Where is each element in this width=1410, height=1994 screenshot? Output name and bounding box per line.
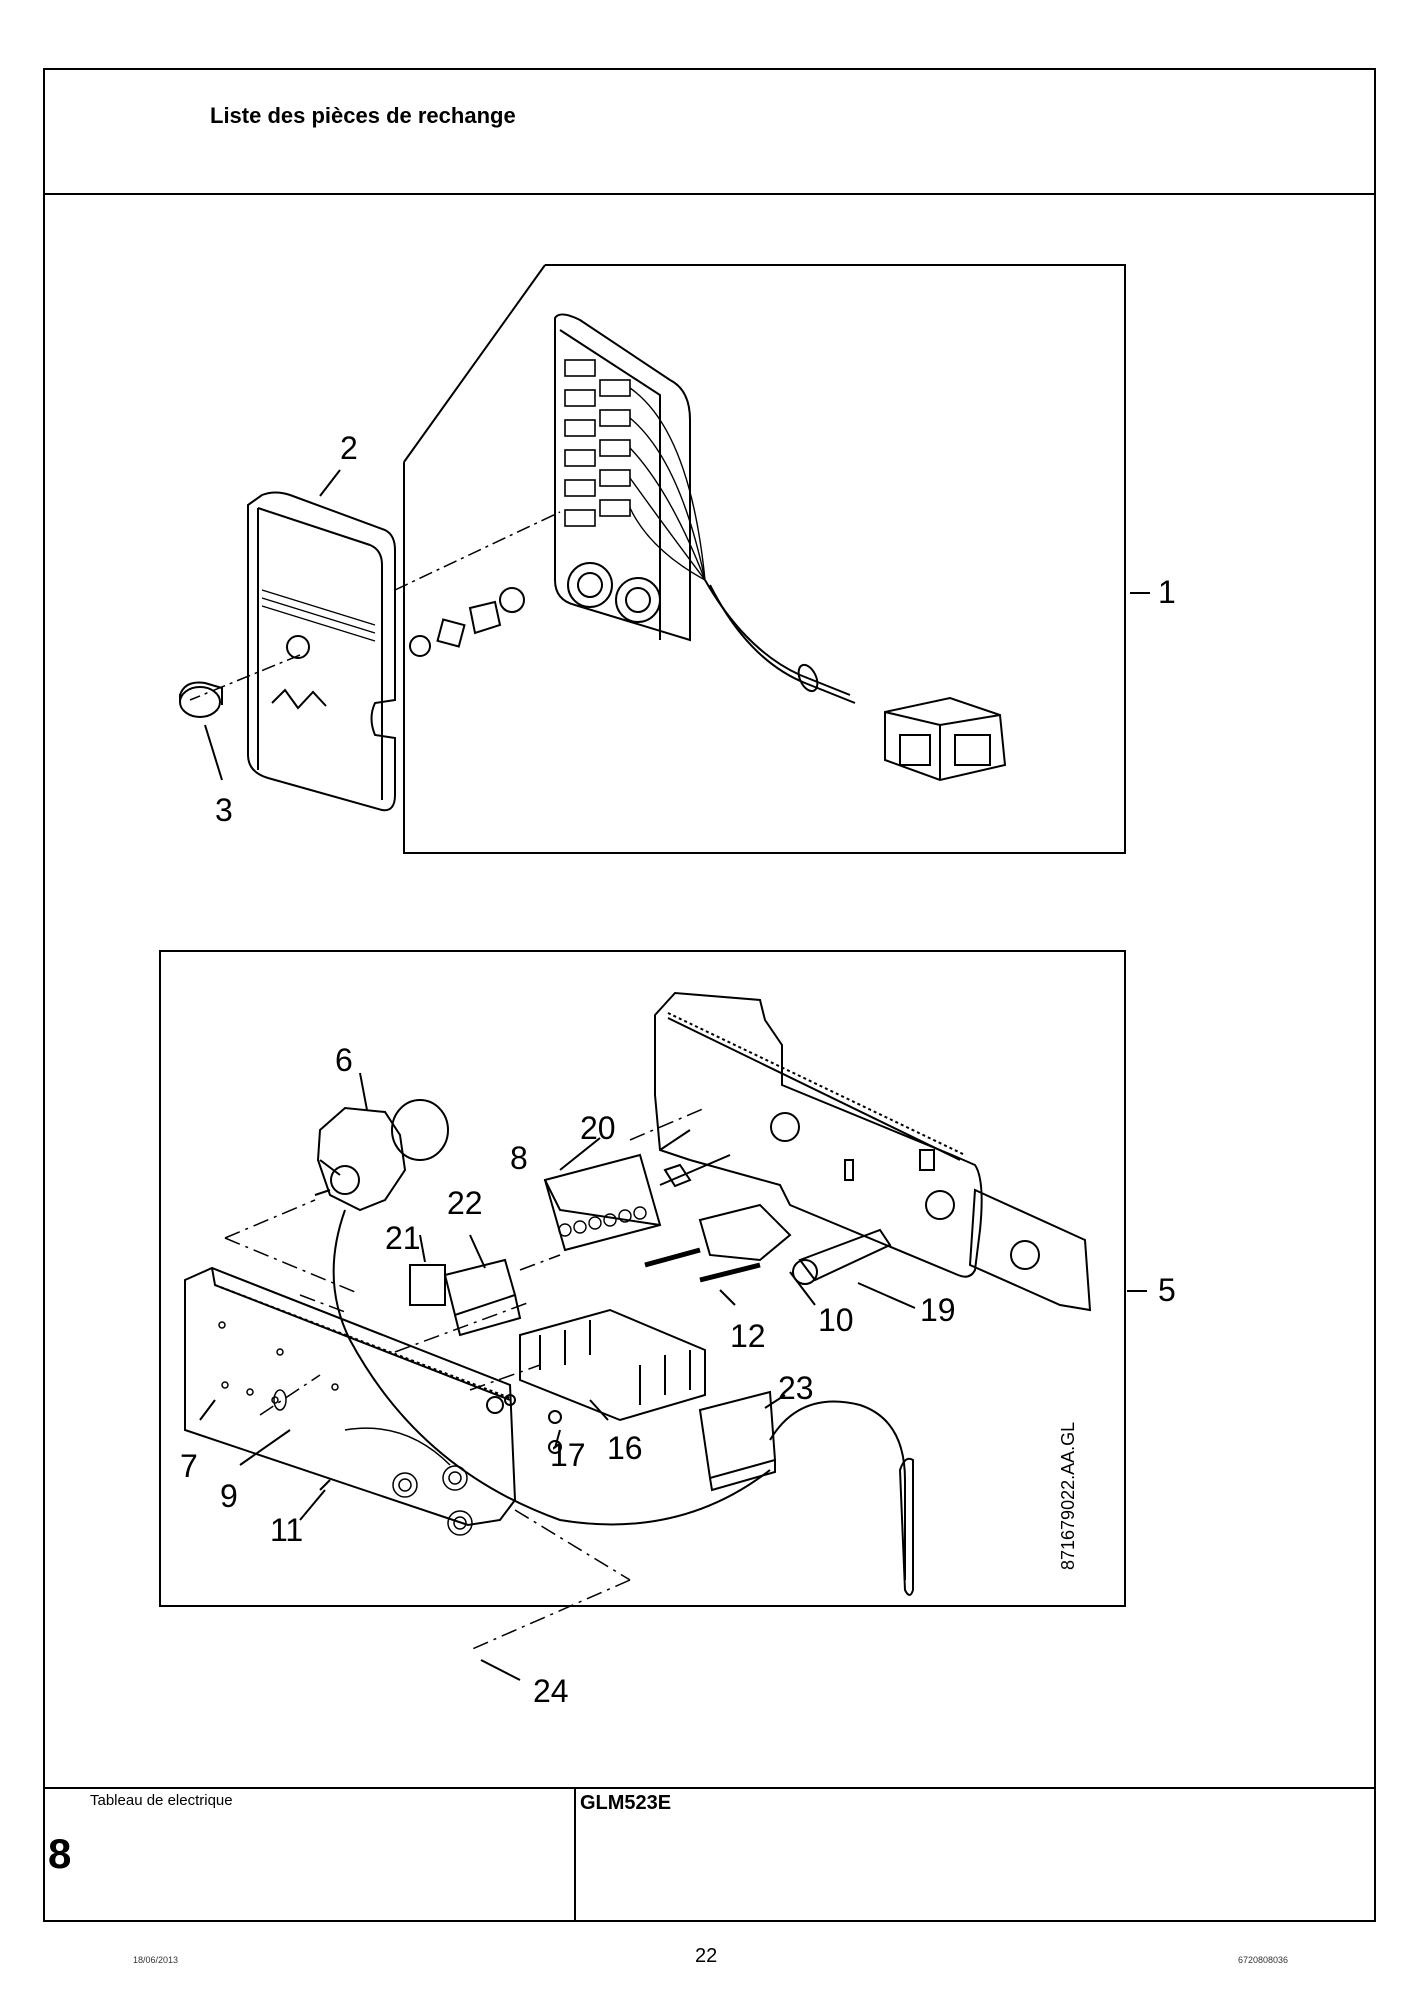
callout-20: 20 (580, 1110, 616, 1146)
drawing-reference: 871679022.AA.GL (1058, 1421, 1078, 1570)
callout-16: 16 (607, 1430, 643, 1466)
bottom-exploded-diagram (159, 950, 1147, 1681)
callout-10: 10 (818, 1302, 854, 1338)
callout-8: 8 (510, 1140, 528, 1176)
callout-21: 21 (385, 1220, 421, 1256)
section-number: 8 (48, 1830, 72, 1877)
callout-22: 22 (447, 1185, 483, 1221)
footer-column-divider (574, 1787, 576, 1922)
callout-1: 1 (1158, 574, 1176, 610)
control-panel-back (554, 313, 691, 642)
front-cover (247, 491, 396, 812)
callout-17: 17 (550, 1437, 586, 1473)
top-inset-frame (403, 264, 1126, 854)
page-number: 22 (695, 1945, 718, 1967)
callout-24: 24 (533, 1673, 569, 1709)
page-title: Liste des pièces de rechange (210, 103, 516, 128)
document-number: 6720808036 (1238, 1955, 1289, 1965)
callout-11: 11 (270, 1512, 304, 1548)
callout-9: 9 (220, 1478, 238, 1514)
callout-5: 5 (1158, 1272, 1176, 1308)
callout-6: 6 (335, 1042, 353, 1078)
top-exploded-diagram (179, 264, 1150, 854)
model-name: GLM523E (580, 1792, 672, 1814)
callout-7: 7 (180, 1448, 198, 1484)
callout-3: 3 (215, 792, 233, 828)
section-name: Tableau de electrique (90, 1792, 233, 1809)
page-frame (43, 68, 1376, 1922)
front-control-panel (184, 1266, 517, 1527)
footer-divider (43, 1787, 1376, 1789)
print-date: 18/06/2013 (133, 1955, 179, 1965)
callout-19: 19 (920, 1292, 956, 1328)
bottom-inset-frame (159, 950, 1126, 1607)
callout-23: 23 (778, 1370, 814, 1406)
knob (179, 686, 221, 718)
callout-2: 2 (340, 430, 358, 466)
header-divider (43, 193, 1376, 195)
callout-12: 12 (730, 1318, 766, 1354)
